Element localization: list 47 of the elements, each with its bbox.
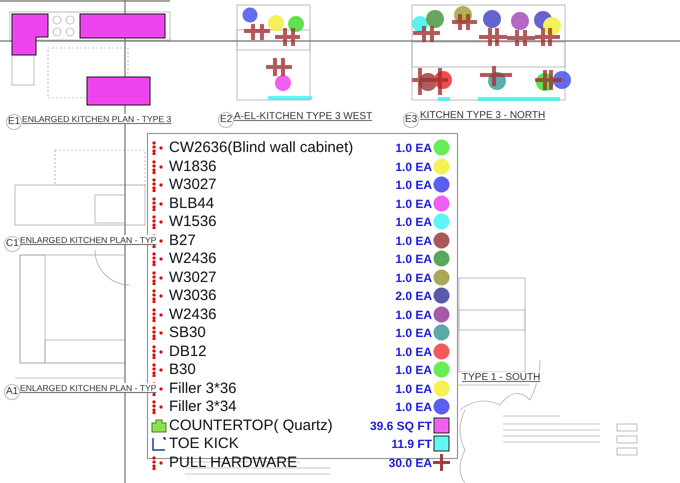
legend-label: B30 xyxy=(169,361,196,379)
legend-label: TOE KICK xyxy=(169,435,239,453)
legend-label: W2436 xyxy=(169,306,217,324)
legend-label: W1836 xyxy=(169,158,217,176)
quantity-value: 1.0 EA xyxy=(395,399,432,416)
sheet-marker: E3 xyxy=(403,112,420,128)
quantity-value: 1.0 EA xyxy=(395,270,432,286)
quantity-value: 11.9 FT xyxy=(391,436,432,453)
drawing-title: ENLARGED KITCHEN PLAN - TYP xyxy=(20,383,156,393)
drawing-title: ENLARGED KITCHEN PLAN - TYP xyxy=(20,235,156,245)
quantity-value: 1.0 EA xyxy=(395,140,432,157)
legend-label: CW2636(Blind wall cabinet) xyxy=(169,139,354,157)
quantity-value: 1.0 EA xyxy=(395,232,432,250)
quantity-value: 1.0 EA xyxy=(395,196,432,212)
drawing-title: KITCHEN TYPE 3 - NORTH xyxy=(420,110,546,121)
quantity-value: 1.0 EA xyxy=(395,306,432,324)
sheet-marker: A1 xyxy=(4,384,20,400)
legend-label: W3027 xyxy=(169,176,217,194)
sheet-marker: E2 xyxy=(218,112,234,128)
legend-label: PULL HARDWARE xyxy=(169,454,298,472)
quantity-value: 1.0 EA xyxy=(395,158,432,176)
sheet-marker: E1 xyxy=(6,114,22,130)
legend-label: Filler 3*34 xyxy=(169,398,237,416)
quantity-value: 39.6 SQ FT xyxy=(370,418,432,434)
quantity-value: 1.0 EA xyxy=(395,344,432,360)
legend-label: DB12 xyxy=(169,342,207,360)
drawing-title: TYPE 1 - SOUTH xyxy=(462,372,540,383)
legend-label: W3027 xyxy=(169,268,217,286)
quantity-value: 1.0 EA xyxy=(395,325,432,342)
legend-label: COUNTERTOP( Quartz) xyxy=(169,416,333,434)
quantity-value: 1.0 EA xyxy=(395,214,432,231)
legend-label: W2436 xyxy=(169,250,217,268)
quantity-value: 1.0 EA xyxy=(395,380,432,398)
drawing-title: A-EL-KITCHEN TYPE 3 WEST xyxy=(234,111,372,122)
quantity-value: 1.0 EA xyxy=(395,177,432,194)
legend-label: W1536 xyxy=(169,213,217,231)
legend-label: SB30 xyxy=(169,324,206,342)
quantity-value: 2.0 EA xyxy=(395,288,432,305)
quantity-value: 30.0 EA xyxy=(388,454,432,472)
drawing-title: ENLARGED KITCHEN PLAN - TYPE 3 xyxy=(22,114,172,124)
legend-label: Filler 3*36 xyxy=(169,380,237,398)
legend-label: W3036 xyxy=(169,287,217,305)
legend-label: B27 xyxy=(169,232,196,250)
sheet-marker: C1 xyxy=(4,236,21,252)
quantity-value: 1.0 EA xyxy=(395,362,432,379)
quantity-value: 1.0 EA xyxy=(395,251,432,268)
legend-label: BLB44 xyxy=(169,194,214,212)
